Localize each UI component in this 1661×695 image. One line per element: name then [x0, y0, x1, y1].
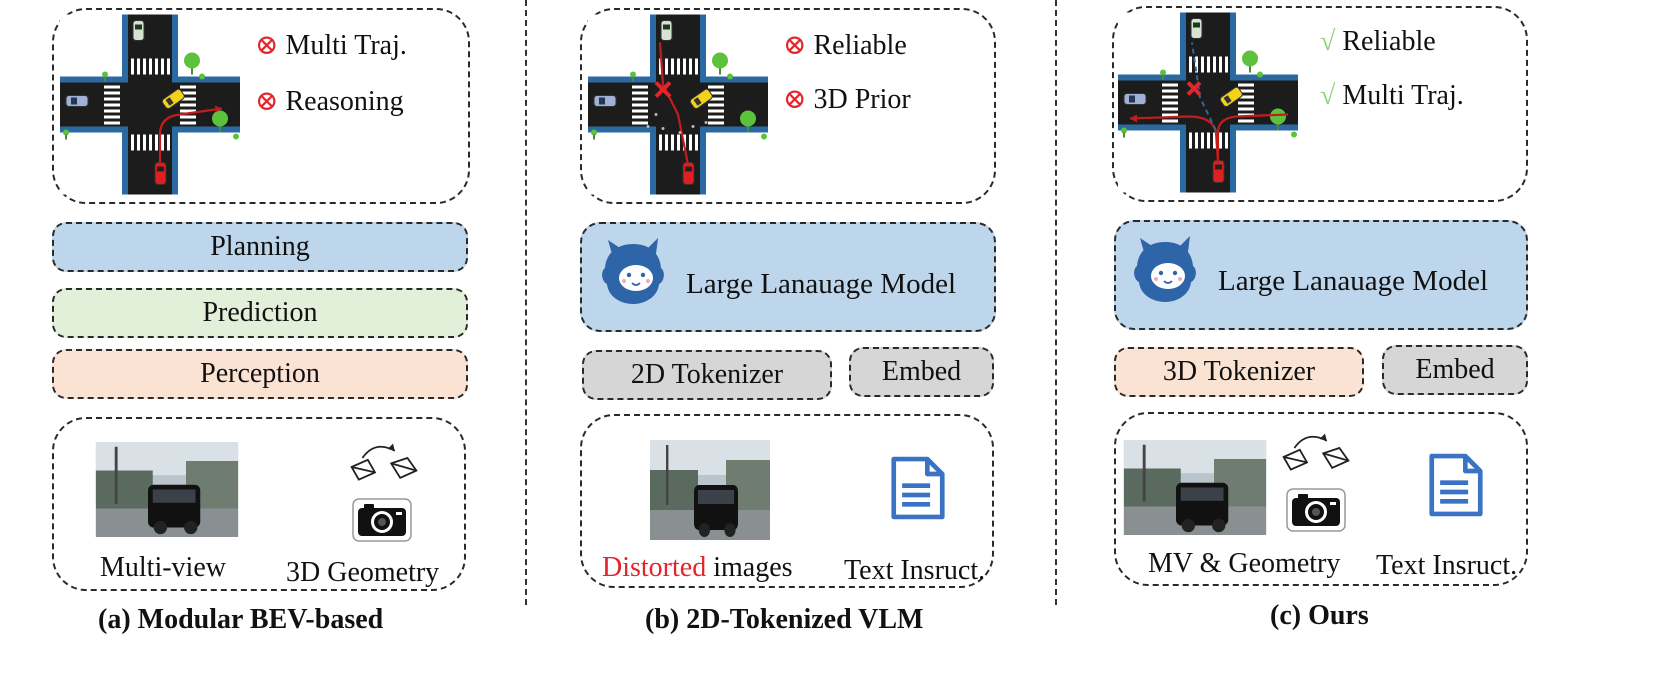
- panel-b-caption: (b) 2D-Tokenized VLM: [645, 604, 924, 635]
- geometry-label: 3D Geometry: [286, 557, 440, 588]
- panel-b-llm-label: Large Lanauage Model: [686, 268, 957, 300]
- check-icon: √: [1320, 26, 1336, 57]
- panel-a-input-box: [52, 417, 466, 591]
- intersection-icon: [1118, 10, 1298, 195]
- panel-a-scene-box: [52, 8, 470, 204]
- panel-c-text-instruct-label: Text Insruct.: [1376, 550, 1518, 581]
- panel-b-issue-2: ⊗ 3D Prior: [783, 84, 911, 115]
- street-photo-icon: [1120, 440, 1270, 535]
- intersection-icon: [588, 12, 768, 197]
- cross-icon: ⊗: [255, 86, 279, 117]
- panel-c-merit-2: √ Multi Traj.: [1320, 80, 1464, 111]
- panel-c-embed: Embed: [1382, 345, 1528, 395]
- panel-c-input-box: [1114, 412, 1528, 586]
- panel-b-issue-1: ⊗ Reliable: [783, 30, 907, 61]
- document-icon: [1428, 452, 1484, 518]
- panel-c-tokenizer: 3D Tokenizer: [1114, 347, 1364, 397]
- panel-b-input-box: [580, 414, 994, 588]
- street-photo-icon: [650, 440, 770, 540]
- panel-b-tokenizer: 2D Tokenizer: [582, 350, 832, 400]
- panel-a-issue-2: ⊗ Reasoning: [255, 86, 404, 117]
- llama-icon: [598, 238, 668, 308]
- panel-c-merit-1: √ Reliable: [1320, 26, 1436, 57]
- cross-icon: ⊗: [255, 30, 279, 61]
- street-photo-icon: [92, 442, 242, 537]
- check-icon: √: [1320, 80, 1336, 111]
- cross-icon: ⊗: [783, 30, 807, 61]
- camera-icon: [352, 498, 412, 542]
- camera-pose-icon: [1280, 430, 1352, 475]
- perception-layer: Perception: [52, 349, 468, 399]
- mv-geometry-label: MV & Geometry: [1148, 548, 1341, 579]
- multiview-label: Multi-view: [100, 552, 226, 583]
- camera-pose-icon: [348, 440, 420, 485]
- panel-b-embed: Embed: [849, 347, 994, 397]
- document-icon: [890, 455, 946, 521]
- panel-c-caption: (c) Ours: [1270, 600, 1369, 631]
- distorted-images-label: Distorted images: [602, 552, 793, 583]
- prediction-layer: Prediction: [52, 288, 468, 338]
- divider-right: [1055, 0, 1057, 605]
- intersection-icon: [60, 12, 240, 197]
- panel-b-scene-box: [580, 8, 996, 204]
- panel-c-scene-box: [1112, 6, 1528, 202]
- cross-icon: ⊗: [783, 84, 807, 115]
- panel-b-text-instruct-label: Text Insruct.: [844, 555, 986, 586]
- panel-a-caption: (a) Modular BEV-based: [98, 604, 384, 635]
- camera-icon: [1286, 488, 1346, 532]
- planning-layer: Planning: [52, 222, 468, 272]
- divider-left: [525, 0, 527, 605]
- panel-c-llm-label: Large Lanauage Model: [1218, 265, 1489, 297]
- llama-icon: [1130, 236, 1200, 306]
- panel-a-issue-1: ⊗ Multi Traj.: [255, 30, 407, 61]
